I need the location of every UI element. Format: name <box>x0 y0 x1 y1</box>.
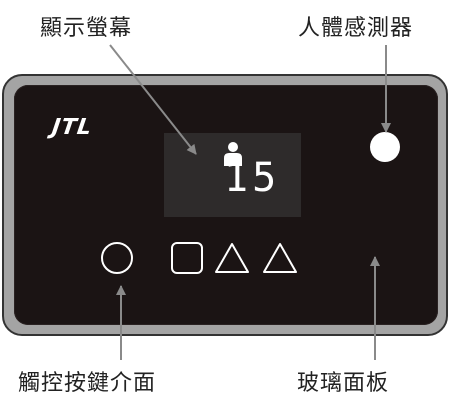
display-callout-label: 顯示螢幕 <box>40 16 133 41</box>
sensor-callout-label: 人體感測器 <box>298 16 414 41</box>
triangle-icon[interactable] <box>213 240 251 276</box>
touch-callout-label: 觸控按鍵介面 <box>18 371 157 396</box>
touch-button-row <box>99 240 314 280</box>
person-icon <box>224 142 242 166</box>
human-sensor <box>370 132 400 162</box>
display-arrow <box>109 44 197 155</box>
triangle-icon[interactable] <box>261 240 299 276</box>
circle-icon[interactable] <box>99 240 135 276</box>
square-icon[interactable] <box>169 240 205 276</box>
glass-panel: JTL 15 <box>14 85 438 325</box>
display-value: 15 <box>224 155 281 201</box>
glass-callout-label: 玻璃面板 <box>297 371 390 396</box>
